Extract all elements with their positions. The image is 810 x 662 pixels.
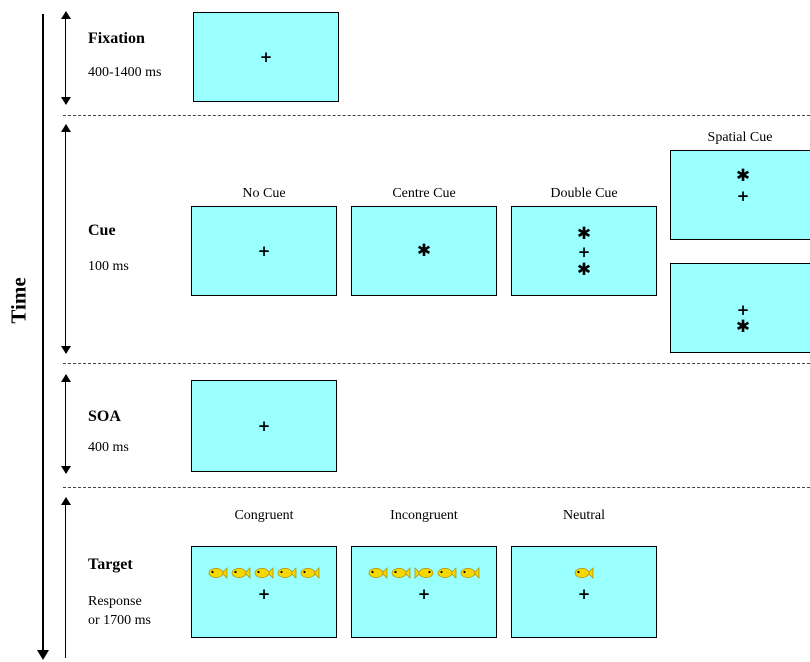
target-duration-line1: Response (88, 594, 142, 609)
fixation-cross: + (257, 417, 271, 435)
soa-range-arrow (60, 374, 72, 474)
fixation-range-arrow (60, 11, 72, 105)
fish-icon (414, 567, 434, 579)
no-cue-label: No Cue (242, 186, 286, 201)
fixation-cross: + (577, 585, 591, 603)
target-duration-line2: or 1700 ms (88, 613, 151, 628)
fixation-title: Fixation (88, 30, 145, 47)
time-axis (42, 14, 44, 656)
cue-asterisk-bottom: ✱ (576, 260, 592, 280)
cue-asterisk-top: ✱ (576, 224, 592, 244)
congruent-screen: + (191, 546, 337, 638)
spatial-cue-screen-bottom: + ✱ (670, 263, 810, 353)
no-cue-screen: + (191, 206, 337, 296)
fish-icon (368, 567, 388, 579)
spatial-cue-label: Spatial Cue (707, 130, 773, 145)
fixation-cross: + (736, 301, 750, 319)
fish-icon (254, 567, 274, 579)
soa-screen: + (191, 380, 337, 472)
fish-icon (231, 567, 251, 579)
target-range-arrow (60, 497, 72, 658)
fish-icon (208, 567, 228, 579)
fixation-cross: + (259, 48, 273, 66)
double-cue-label: Double Cue (550, 186, 618, 201)
fixation-cross: + (257, 585, 271, 603)
cue-asterisk: ✱ (735, 317, 751, 337)
soa-title: SOA (88, 408, 121, 425)
fish-icon (437, 567, 457, 579)
double-cue-screen: ✱ + ✱ (511, 206, 657, 296)
cue-asterisk: ✱ (416, 241, 432, 261)
fish-icon (460, 567, 480, 579)
centre-cue-screen: ✱ (351, 206, 497, 296)
centre-cue-label: Centre Cue (392, 186, 456, 201)
target-title: Target (88, 556, 133, 573)
incongruent-label: Incongruent (390, 508, 458, 523)
fixation-cross: + (417, 585, 431, 603)
stage-divider (63, 487, 810, 488)
fixation-cross: + (257, 242, 271, 260)
cue-range-arrow (60, 124, 72, 354)
fish-icon (574, 567, 594, 579)
cue-duration: 100 ms (88, 259, 129, 274)
fish-icon (277, 567, 297, 579)
stage-divider (63, 115, 810, 116)
fixation-cross: + (736, 187, 750, 205)
cue-title: Cue (88, 222, 116, 239)
time-axis-label: Time (6, 277, 31, 324)
fish-icon (391, 567, 411, 579)
soa-duration: 400 ms (88, 440, 129, 455)
neutral-label: Neutral (563, 508, 605, 523)
incongruent-screen: + (351, 546, 497, 638)
spatial-cue-screen-top: ✱ + (670, 150, 810, 240)
congruent-label: Congruent (234, 508, 294, 523)
time-axis-arrowhead (37, 650, 49, 660)
neutral-screen: + (511, 546, 657, 638)
stage-divider (63, 363, 810, 364)
fixation-duration: 400-1400 ms (88, 65, 162, 80)
fixation-screen: + (193, 12, 339, 102)
fixation-cross: + (577, 243, 591, 261)
cue-asterisk: ✱ (735, 166, 751, 186)
fish-icon (300, 567, 320, 579)
